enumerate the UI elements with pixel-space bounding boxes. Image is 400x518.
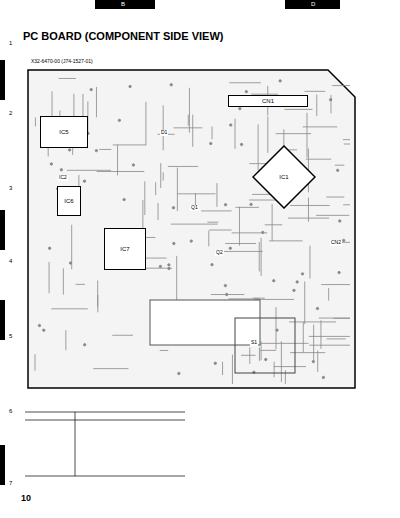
row-marker: 4 [8,258,13,265]
ic-package: CN1 [228,95,308,107]
ic-label: IC6 [63,198,74,204]
page-number: 10 [20,494,32,504]
row-marker: 7 [8,480,13,487]
shield [235,318,295,373]
row-marker: 2 [8,110,13,117]
row-marker: 5 [8,333,13,340]
part-ref: IC2 [58,175,68,181]
ic-label: IC7 [119,246,130,252]
board-outline [28,70,355,388]
row-marker: 3 [8,185,13,192]
part-ref: Q1 [190,205,199,211]
row-marker: 6 [8,408,13,415]
copper-traces [35,78,350,384]
ic-label: IC5 [58,129,69,135]
page-title: PC BOARD (COMPONENT SIDE VIEW) [22,30,224,42]
part-ref: D1 [160,130,168,136]
column-tab [95,0,155,9]
ic-label: CN1 [261,98,275,104]
ic-package: IC5 [40,116,88,148]
part-ref: CN2 [330,240,342,246]
part-ref: X32-6470-00 (J74-1527-01) [30,59,94,65]
row-tabs [0,60,5,485]
parts-table [25,412,185,476]
column-marker: D [310,1,316,8]
cutout [150,300,260,345]
ic-package: IC7 [104,228,146,270]
ic-diamond: IC1 [252,145,316,209]
column-tab [285,0,340,9]
ic-label: IC1 [278,174,289,180]
column-marker: B [120,1,126,8]
part-ref: Q2 [215,250,224,256]
ic-package: IC6 [57,186,81,216]
row-marker: 1 [8,40,13,47]
part-ref: S1 [250,340,258,346]
